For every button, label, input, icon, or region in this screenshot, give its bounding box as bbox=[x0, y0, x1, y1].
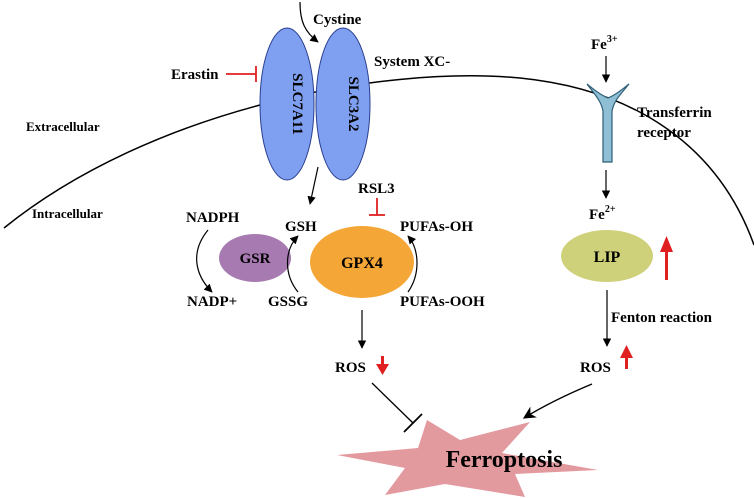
gpx4-label: GPX4 bbox=[341, 255, 383, 272]
gsh-label: GSH bbox=[285, 219, 317, 235]
fe3-label: Fe3+ bbox=[591, 34, 618, 53]
cystine-arrow bbox=[299, 1, 319, 43]
ros-promotes-ferroptosis-arrow bbox=[522, 383, 593, 419]
gsr-label: GSR bbox=[240, 251, 271, 267]
pufas-oh-label: PUFAs-OH bbox=[400, 219, 473, 235]
ros-decrease-arrow bbox=[376, 356, 389, 375]
lip-label: LIP bbox=[594, 249, 621, 266]
ros-inhibits-ferroptosis-bar bbox=[403, 413, 423, 433]
ferroptosis-label: Ferroptosis bbox=[446, 447, 563, 473]
ros-right-label: ROS bbox=[580, 360, 611, 376]
transferrin-receptor-icon bbox=[586, 83, 630, 163]
transporter-to-gsh-arrow bbox=[307, 166, 319, 205]
cystine-label: Cystine bbox=[313, 12, 362, 28]
lip-increase-arrow bbox=[660, 236, 673, 280]
slc7a11-transporter bbox=[259, 27, 315, 181]
nadph-to-nadp-arrow bbox=[196, 229, 213, 293]
lip-pool bbox=[561, 230, 653, 282]
pufas-ooh-to-oh-arrow bbox=[407, 235, 418, 293]
gssg-to-gsh-arrow bbox=[287, 235, 299, 293]
ros-left-label: ROS bbox=[335, 360, 366, 376]
gsr-enzyme bbox=[219, 234, 291, 282]
fenton-reaction-label: Fenton reaction bbox=[611, 310, 713, 326]
gssg-label: GSSG bbox=[268, 294, 308, 310]
gpx4-enzyme bbox=[310, 226, 414, 298]
pufas-ooh-label: PUFAs-OOH bbox=[400, 294, 485, 310]
nadph-label: NADPH bbox=[186, 210, 240, 226]
nadp-plus-label: NADP+ bbox=[187, 294, 237, 310]
extracellular-label: Extracellular bbox=[26, 119, 100, 134]
slc3a2-label: SLC3A2 bbox=[345, 76, 361, 131]
erastin-label: Erastin bbox=[171, 67, 219, 83]
slc7a11-label: SLC7A11 bbox=[289, 73, 305, 135]
ferroptosis-burst bbox=[337, 420, 598, 497]
ros-inhibits-ferroptosis-line bbox=[371, 382, 414, 424]
ros-increase-arrow bbox=[620, 345, 633, 369]
transferrin-receptor-label-line2: receptor bbox=[637, 125, 691, 141]
cell-membrane bbox=[3, 75, 754, 246]
rsl3-label: RSL3 bbox=[358, 181, 395, 197]
intracellular-label: Intracellular bbox=[32, 206, 103, 221]
fe2-label: Fe2+ bbox=[589, 204, 616, 223]
transferrin-receptor-label-line1: Transferrin bbox=[637, 105, 712, 121]
system-xc-label: System XC- bbox=[374, 54, 450, 70]
slc3a2-transporter bbox=[315, 27, 371, 181]
